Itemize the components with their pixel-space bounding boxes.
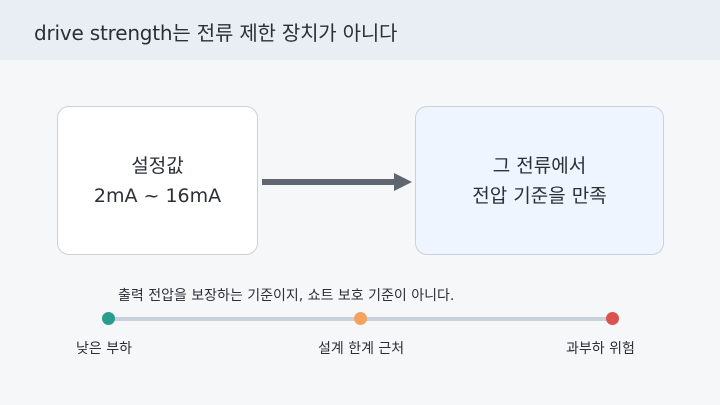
explanation-note: 출력 전압을 보장하는 기준이지, 쇼트 보호 기준이 아니다. (118, 288, 455, 304)
design-limit-label: 설계 한계 근처 (318, 341, 405, 357)
overload-marker (606, 312, 619, 325)
load-scale (0, 305, 720, 335)
setting-value-label: 설정값 (131, 154, 184, 177)
header-bar: drive strength는 전류 제한 장치가 아니다 (0, 0, 720, 60)
low-load-marker (102, 312, 115, 325)
low-load-label: 낮은 부하 (76, 341, 132, 357)
setting-value-box: 설정값 2mA ~ 16mA (57, 106, 258, 255)
setting-value-range: 2mA ~ 16mA (93, 184, 222, 207)
design-limit-marker (354, 312, 367, 325)
page-title: drive strength는 전류 제한 장치가 아니다 (34, 21, 398, 45)
overload-label: 과부하 위험 (566, 341, 635, 357)
voltage-criterion-box: 그 전류에서 전압 기준을 만족 (415, 106, 664, 255)
voltage-criterion-line2: 전압 기준을 만족 (472, 184, 607, 207)
voltage-criterion-line1: 그 전류에서 (492, 154, 587, 177)
arrow-right-icon (262, 173, 412, 191)
